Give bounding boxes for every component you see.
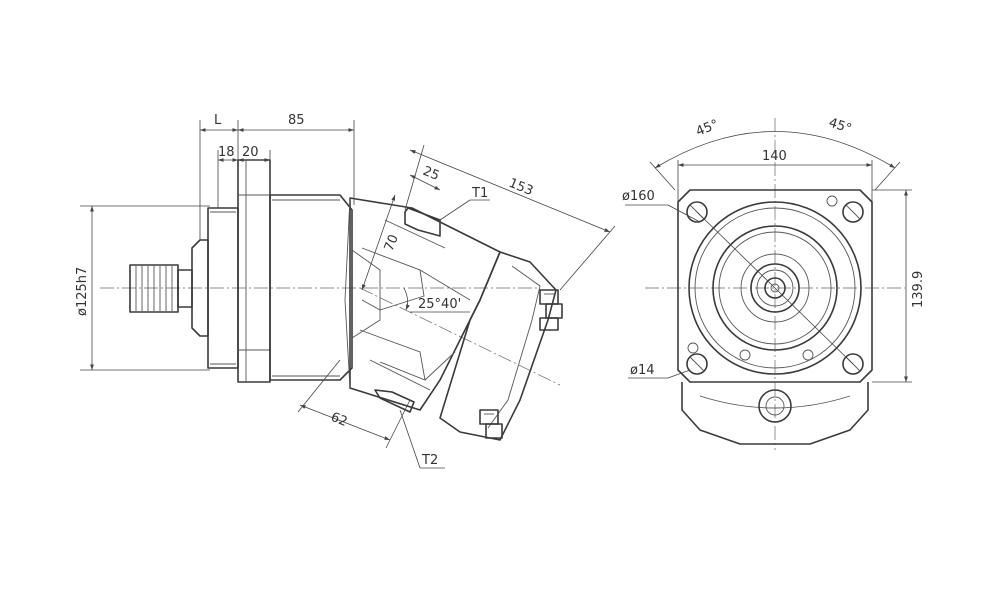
port-label-t2: T2: [421, 453, 438, 468]
bolt-hole: [842, 201, 864, 223]
dim-label-18: 18: [218, 145, 235, 160]
splined-shaft: [129, 264, 193, 313]
side-dimensions: [80, 120, 616, 469]
dim-label-pilot-diameter: ø125h7: [75, 267, 90, 316]
outer-ring: [688, 201, 862, 375]
dim-label-bolt-circle: ø160: [622, 189, 655, 204]
angle-label-right: 45°: [827, 116, 854, 137]
dim-label-width: 140: [762, 149, 787, 164]
bolt-hole: [842, 353, 864, 375]
port-label-t1: T1: [471, 186, 488, 201]
angle-label-left: 45°: [694, 117, 721, 140]
tilted-centerline: [359, 287, 561, 386]
mounting-flange: [237, 159, 271, 383]
lower-body: [681, 382, 869, 445]
pilot-ring: [712, 225, 838, 351]
main-housing: [269, 194, 353, 381]
spline-ring: [750, 263, 800, 313]
angle-label: 25°40': [418, 297, 461, 312]
bolt-hole: [686, 201, 708, 223]
front-view: 45° 45° 140 139.9 ø160 ø14: [622, 116, 926, 450]
dim-label-20: 20: [242, 145, 259, 160]
square-flange: [677, 189, 873, 383]
dim-label-62: 62: [329, 410, 350, 430]
dim-label-height: 139.9: [911, 271, 926, 308]
shaft-end: [764, 277, 786, 299]
dim-label-25: 25: [421, 164, 442, 184]
bolt-hole: [686, 353, 708, 375]
dim-label-85: 85: [288, 113, 305, 128]
dim-label-70: 70: [382, 233, 402, 254]
dim-label-L: L: [214, 113, 222, 128]
bottom-port: [758, 389, 792, 423]
port-plate: [439, 251, 563, 441]
side-view: L 85 18 20 ø125h7 153 25 70 62 25°40' T1…: [75, 113, 616, 469]
dim-label-hole: ø14: [630, 363, 655, 378]
